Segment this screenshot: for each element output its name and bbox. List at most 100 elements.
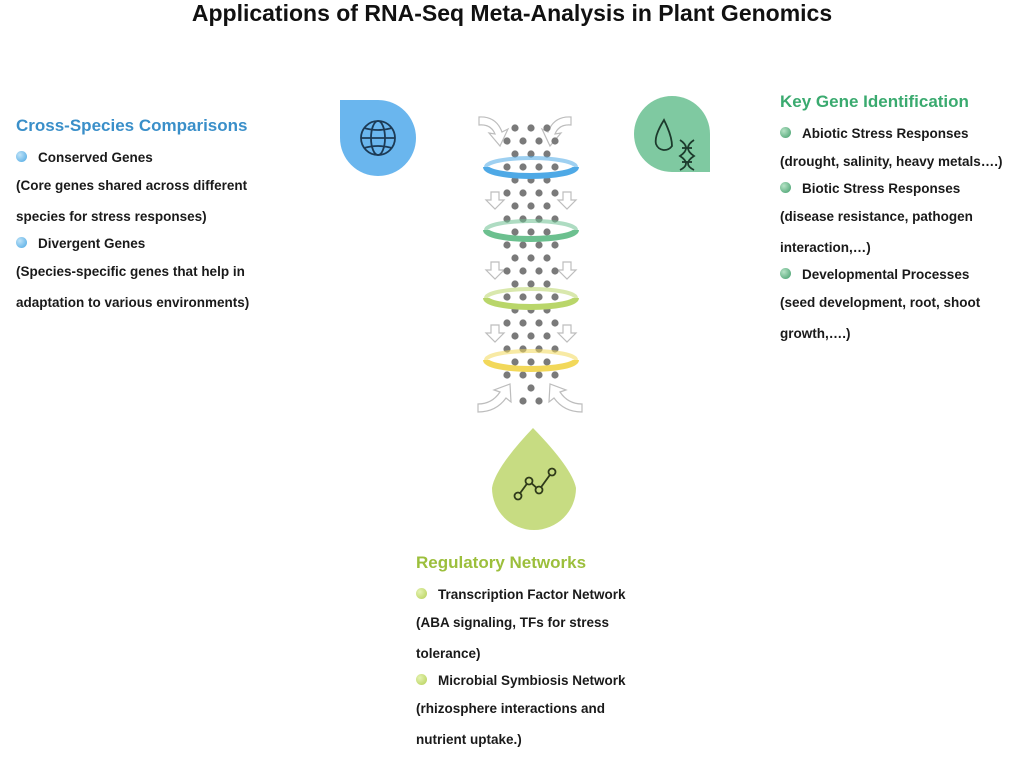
globe-icon <box>360 120 396 156</box>
gene-dot <box>543 358 551 366</box>
tf-network-desc-1: (ABA signaling, TFs for stress <box>416 615 610 630</box>
gene-dot <box>519 397 527 405</box>
gene-dot <box>519 293 527 301</box>
regulatory-networks-section: Regulatory Networks Transcription Factor… <box>416 553 686 755</box>
filter-ring <box>483 297 579 310</box>
gene-dot <box>511 150 519 158</box>
conserved-genes-desc-1: (Core genes shared across different <box>16 178 248 193</box>
gene-dot <box>535 371 543 379</box>
biotic-stress-desc-2: interaction,…) <box>780 240 871 255</box>
gene-dot <box>519 267 527 275</box>
entry-arrows <box>477 116 583 413</box>
bullet-icon <box>416 588 427 599</box>
gene-dots <box>503 124 559 405</box>
divergent-genes-label: Divergent Genes <box>16 232 306 256</box>
divergent-genes-desc-1: (Species-specific genes that help in <box>16 264 245 279</box>
arrow-out-left <box>477 383 512 413</box>
gene-dot <box>511 202 519 210</box>
gene-dot <box>503 319 511 327</box>
gene-dot <box>551 189 559 197</box>
gene-dot <box>511 254 519 262</box>
developmental-desc-2: growth,….) <box>780 326 851 341</box>
developmental-label: Developmental Processes <box>780 263 1020 287</box>
gene-dot <box>503 267 511 275</box>
gene-dot <box>511 332 519 340</box>
abiotic-stress-label: Abiotic Stress Responses <box>780 122 1020 146</box>
gene-dot <box>503 163 511 171</box>
gene-dot <box>519 371 527 379</box>
gene-dot <box>535 241 543 249</box>
gene-dot <box>519 319 527 327</box>
regulatory-networks-heading: Regulatory Networks <box>416 553 587 572</box>
gene-dot <box>535 293 543 301</box>
gene-dot <box>535 137 543 145</box>
filter-ring-back <box>484 156 578 168</box>
filter-ring-back <box>484 349 578 361</box>
gene-dot <box>551 267 559 275</box>
down-arrow <box>484 324 506 343</box>
gene-dot <box>511 228 519 236</box>
left-drop <box>340 100 416 176</box>
bullet-icon <box>780 268 791 279</box>
arrow-in-left <box>478 116 510 148</box>
gene-dot <box>535 163 543 171</box>
gene-dot <box>511 280 519 288</box>
gene-dot <box>551 241 559 249</box>
key-gene-heading: Key Gene Identification <box>780 92 969 111</box>
bottom-drop <box>492 428 576 530</box>
tf-network-label: Transcription Factor Network <box>416 583 686 607</box>
network-graph-icon <box>513 467 557 501</box>
gene-dot <box>543 254 551 262</box>
cross-species-heading: Cross-Species Comparisons <box>16 116 248 135</box>
down-arrow <box>556 324 578 343</box>
filter-ring-back <box>484 219 578 231</box>
microbial-network-desc-1: (rhizosphere interactions and <box>416 701 606 716</box>
gene-dot <box>527 280 535 288</box>
gene-dot <box>503 241 511 249</box>
gene-dot <box>511 358 519 366</box>
gene-dot <box>527 150 535 158</box>
gene-dot <box>551 319 559 327</box>
page-title: Applications of RNA-Seq Meta-Analysis in… <box>191 0 833 26</box>
bullet-icon <box>16 237 27 248</box>
key-gene-section: Key Gene Identification Abiotic Stress R… <box>780 92 1020 349</box>
developmental-desc-1: (seed development, root, shoot <box>780 295 981 310</box>
gene-dot <box>527 228 535 236</box>
filter-ring <box>483 166 579 179</box>
conserved-genes-label: Conserved Genes <box>16 146 306 170</box>
gene-dot <box>519 241 527 249</box>
filter-ring-back <box>484 287 578 299</box>
gene-dot <box>551 137 559 145</box>
down-arrow <box>484 191 506 210</box>
down-arrow <box>484 261 506 280</box>
bullet-icon <box>780 182 791 193</box>
down-arrow <box>556 191 578 210</box>
filter-ring <box>483 359 579 372</box>
gene-dot <box>503 371 511 379</box>
abiotic-stress-desc-1: (drought, salinity, heavy metals….) <box>780 154 1003 169</box>
gene-dot <box>527 384 535 392</box>
biotic-stress-desc-1: (disease resistance, pathogen <box>780 209 973 224</box>
water-dna-icon <box>654 118 696 171</box>
gene-dot <box>543 150 551 158</box>
gene-dot <box>551 371 559 379</box>
gene-dot <box>527 332 535 340</box>
down-arrows <box>484 191 578 343</box>
gene-dot <box>503 293 511 301</box>
gene-dot <box>503 137 511 145</box>
gene-dot <box>535 319 543 327</box>
gene-dot <box>551 293 559 301</box>
gene-dot <box>511 124 519 132</box>
bullet-icon <box>16 151 27 162</box>
cross-species-section: Cross-Species Comparisons Conserved Gene… <box>16 116 306 318</box>
gene-dot <box>551 163 559 171</box>
gene-dot <box>543 332 551 340</box>
filter-rings <box>483 156 579 372</box>
gene-dot <box>527 254 535 262</box>
gene-dot <box>535 397 543 405</box>
gene-dot <box>535 189 543 197</box>
right-drop <box>634 96 710 172</box>
bullet-icon <box>780 127 791 138</box>
gene-dot <box>519 189 527 197</box>
gene-dot <box>519 137 527 145</box>
